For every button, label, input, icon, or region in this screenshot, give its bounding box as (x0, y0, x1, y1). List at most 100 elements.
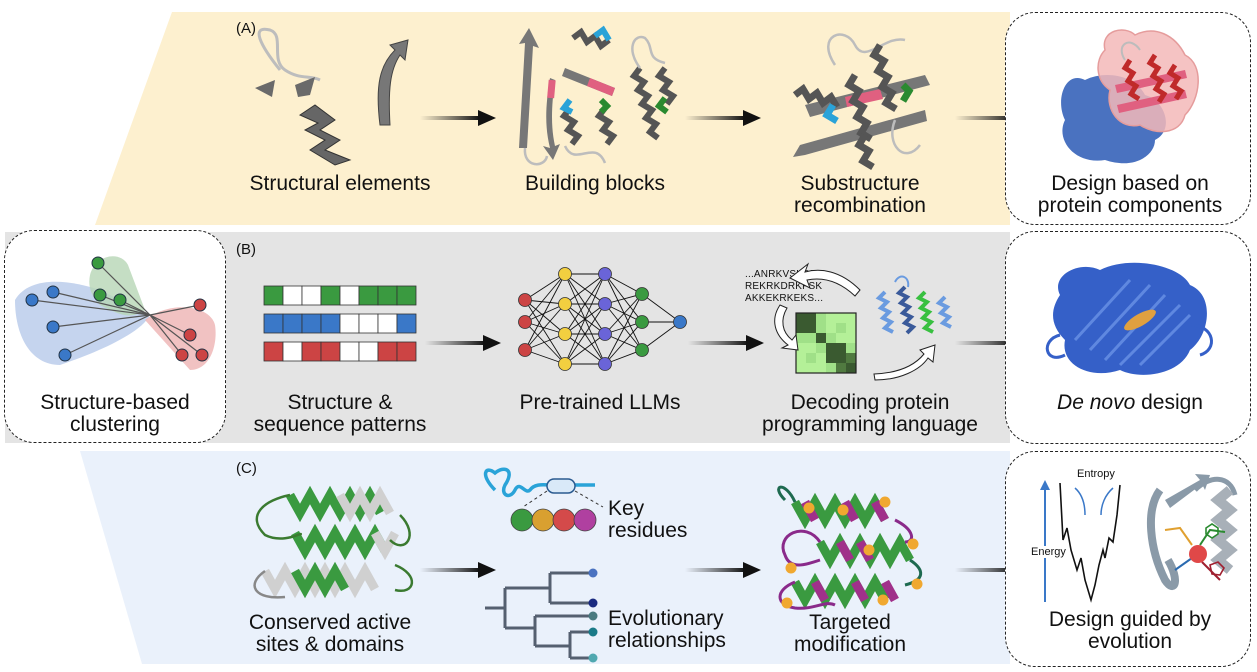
panel-b-tag: (B) (236, 241, 256, 258)
label-line: Decoding protein (790, 391, 950, 414)
entropy-label: Entropy (1077, 468, 1115, 480)
contact-cell (826, 353, 836, 363)
pattern-cell (358, 285, 379, 306)
contact-map-matrix (795, 312, 857, 374)
nn-edge (604, 321, 643, 365)
sequence-line: REKRKDRKFSK (745, 281, 823, 292)
pattern-cell (263, 285, 284, 306)
evolution-protein-illustration (1146, 474, 1238, 591)
contact-cell (806, 333, 816, 343)
key-residues-illustration (483, 467, 604, 532)
panel-a-tag: (A) (236, 20, 256, 37)
conserved-helices-illustration (253, 485, 414, 599)
pattern-cell (358, 341, 379, 362)
contact-cell (816, 323, 826, 333)
contact-cell (816, 353, 826, 363)
structural-elements-illustration (255, 27, 409, 166)
clustering-label: Structure-based clustering (5, 392, 225, 436)
sequence-pattern-grid (263, 285, 417, 362)
pattern-cell (396, 313, 417, 334)
nn-edge (641, 293, 681, 323)
arrow-a2 (685, 110, 761, 126)
nn-edge (524, 273, 566, 301)
building-blocks-illustration (519, 25, 678, 166)
contact-cell (806, 323, 816, 333)
pattern-cell (320, 313, 341, 334)
label-line: Key (608, 497, 645, 520)
pattern-cell (301, 313, 322, 334)
nn-node (598, 267, 612, 281)
pattern-cell (263, 313, 284, 334)
substructure-recombination-illustration (792, 33, 930, 171)
label-line: Pre-trained LLMs (519, 391, 681, 414)
label-line: modification (793, 633, 907, 656)
pattern-cell (339, 285, 360, 306)
nn-node (673, 315, 687, 329)
contact-cell (836, 313, 846, 323)
label-line: clustering (70, 413, 160, 436)
contact-cell (806, 313, 816, 323)
label-line: relationships (608, 629, 726, 652)
label-line: residues (608, 519, 688, 542)
contact-cell (836, 363, 846, 373)
nn-edge (524, 303, 566, 351)
label-line: Evolutionary (608, 607, 724, 630)
nn-edge (524, 333, 566, 351)
contact-cell (796, 313, 806, 323)
label-line: Conserved active (248, 611, 412, 634)
beta-barrel-illustration (1045, 262, 1213, 375)
label-line: programming language (762, 413, 978, 436)
pattern-cell (377, 313, 398, 334)
nn-edge (564, 273, 606, 335)
pattern-cell (396, 341, 417, 362)
phylogenetic-tree-illustration (485, 568, 598, 663)
panel-c-tag: (C) (236, 460, 257, 477)
arrow-b1 (425, 335, 501, 351)
contact-cell (826, 333, 836, 343)
nn-edge (524, 273, 566, 351)
residue-bead (531, 508, 555, 532)
pattern-cell (320, 285, 341, 306)
residue-bead (510, 508, 534, 532)
nn-edge (564, 303, 606, 365)
contact-cell (846, 313, 856, 323)
tree-leaf (588, 653, 598, 663)
label-line: Structure & (287, 391, 393, 414)
contact-cell (846, 343, 856, 353)
step-label-structural-elements: Structural elements (220, 173, 460, 195)
contact-cell (836, 333, 846, 343)
nn-node (635, 343, 649, 357)
pattern-cell (377, 341, 398, 362)
label-line: sites & domains (255, 633, 405, 656)
nn-node (558, 327, 572, 341)
arrow-c2 (685, 562, 761, 578)
contact-cell (846, 363, 856, 373)
contact-cell (846, 323, 856, 333)
step-label-key-residues: Key residues (608, 498, 708, 542)
residue-bead (552, 508, 576, 532)
label-line: Structure-based (40, 391, 190, 414)
energy-label: Energy (1031, 546, 1066, 558)
contact-cell (806, 343, 816, 353)
tree-leaf (588, 568, 598, 578)
contact-cell (846, 333, 856, 343)
nn-edge (524, 299, 566, 335)
nn-node (558, 357, 572, 371)
label-line: protein components (1037, 194, 1223, 217)
arrow-b2 (688, 335, 764, 351)
pattern-cell (301, 285, 322, 306)
outcome-label-evolution: Design guided by evolution (1010, 609, 1250, 653)
nn-edge (524, 303, 566, 323)
contact-cell (796, 363, 806, 373)
step-label-evolutionary: Evolutionary relationships (608, 608, 748, 652)
contact-cell (826, 313, 836, 323)
nn-node (598, 297, 612, 311)
label-line: Structural elements (249, 172, 431, 195)
cycle-arrows (774, 262, 936, 381)
nn-node (635, 287, 649, 301)
residue-bead (573, 508, 597, 532)
nn-edge (564, 273, 606, 305)
pattern-cell (396, 285, 417, 306)
nn-node (558, 267, 572, 281)
contact-cell (806, 363, 816, 373)
